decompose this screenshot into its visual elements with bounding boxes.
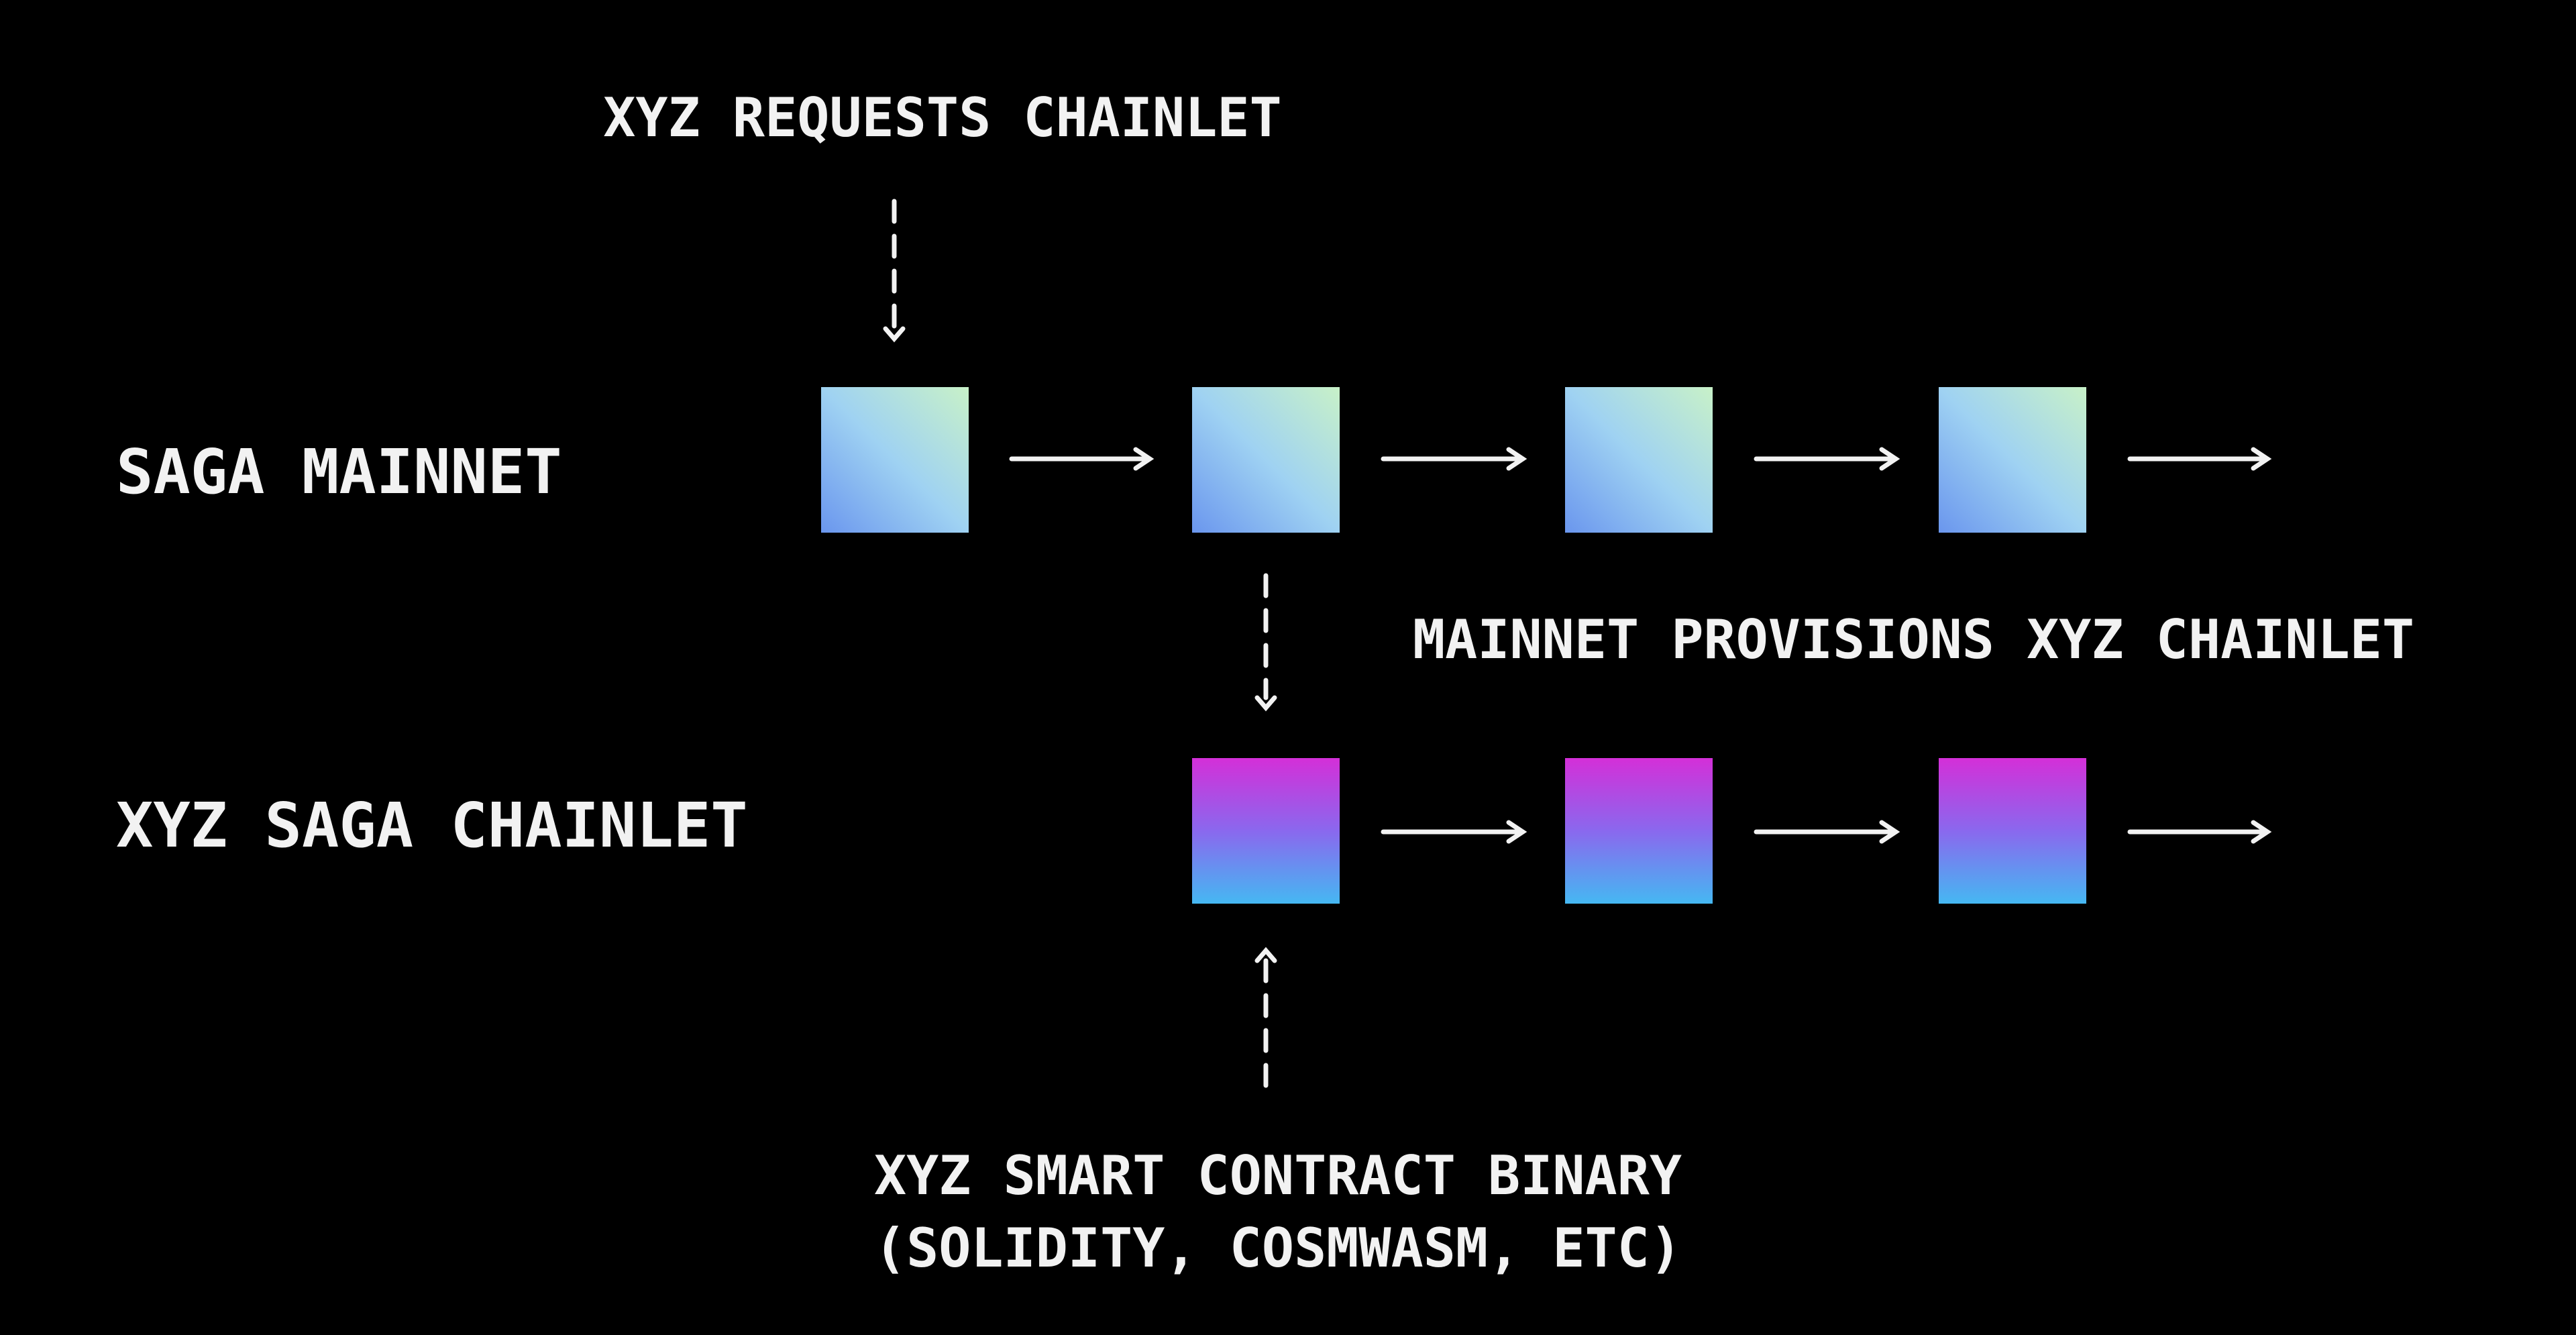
dashed-arrow-down-icon <box>1254 573 1277 712</box>
annotation-binary-line2: (SOLIDITY, COSMWASM, ETC) <box>874 1217 1682 1279</box>
annotation-binary-line1: XYZ SMART CONTRACT BINARY <box>874 1144 1682 1207</box>
arrow-right-icon <box>1381 447 1527 471</box>
annotation-request: XYZ REQUESTS CHAINLET <box>603 87 1281 149</box>
chainlet-block-2 <box>1565 758 1713 904</box>
mainnet-block-2 <box>1192 387 1340 533</box>
dashed-arrow-up-icon <box>1254 947 1277 1088</box>
arrow-right-icon <box>2127 447 2272 471</box>
chainlet-block-3 <box>1939 758 2086 904</box>
mainnet-block-4 <box>1939 387 2086 533</box>
arrow-right-icon <box>1009 447 1155 471</box>
arrow-right-icon <box>2127 820 2272 844</box>
arrow-right-icon <box>1381 820 1527 844</box>
chainlet-block-1 <box>1192 758 1340 904</box>
mainnet-block-3 <box>1565 387 1713 533</box>
mainnet-block-1 <box>821 387 969 533</box>
arrow-right-icon <box>1754 447 1900 471</box>
arrow-right-icon <box>1754 820 1900 844</box>
row-label-chainlet: XYZ SAGA CHAINLET <box>116 790 748 861</box>
row-label-mainnet: SAGA MAINNET <box>116 436 562 508</box>
dashed-arrow-down-icon <box>883 199 906 343</box>
annotation-provision: MAINNET PROVISIONS XYZ CHAINLET <box>1413 608 2414 671</box>
